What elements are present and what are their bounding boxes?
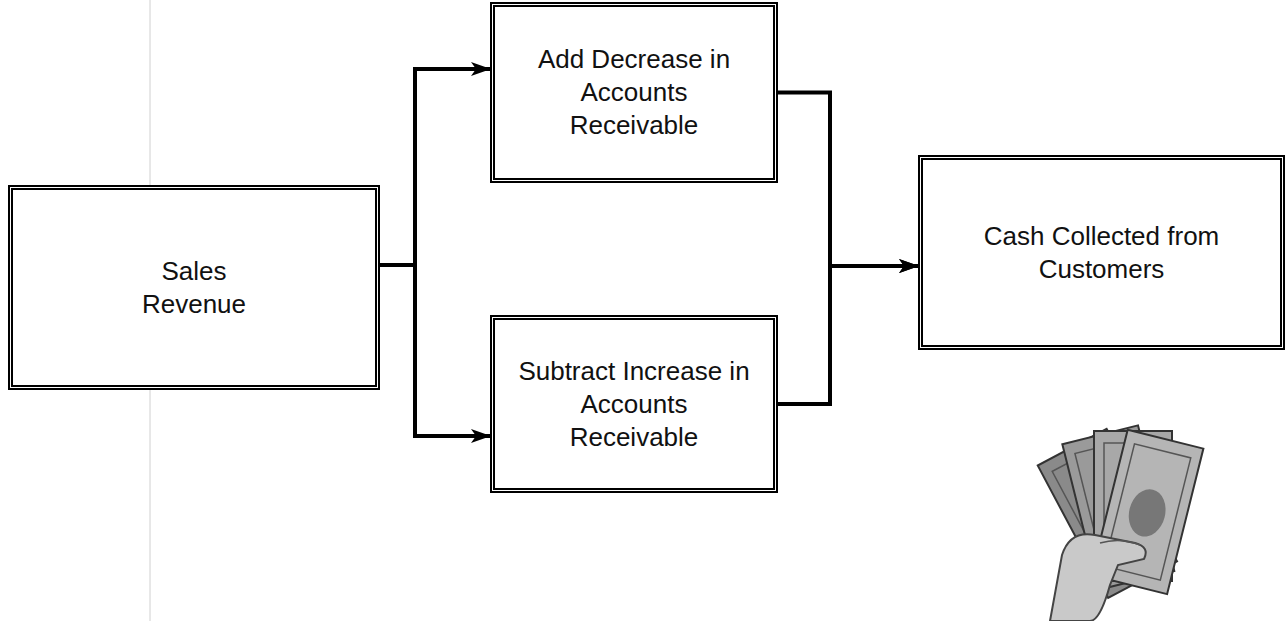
process-box: Cash Collected from Customers [918,155,1285,350]
flow-arrow [380,265,490,436]
flow-arrow [380,69,490,265]
process-box: Subtract Increase in Accounts Receivable [490,315,778,493]
box-label: Add Decrease in Accounts Receivable [514,43,754,142]
box-label: Subtract Increase in Accounts Receivable [514,355,754,454]
box-label: Sales Revenue [124,255,264,321]
box-label: Cash Collected from Customers [952,220,1252,286]
process-box: Sales Revenue [8,185,380,390]
process-box: Add Decrease in Accounts Receivable [490,2,778,183]
money-illustration [1038,425,1204,621]
flow-arrow [778,266,918,404]
flow-arrow [778,93,918,267]
